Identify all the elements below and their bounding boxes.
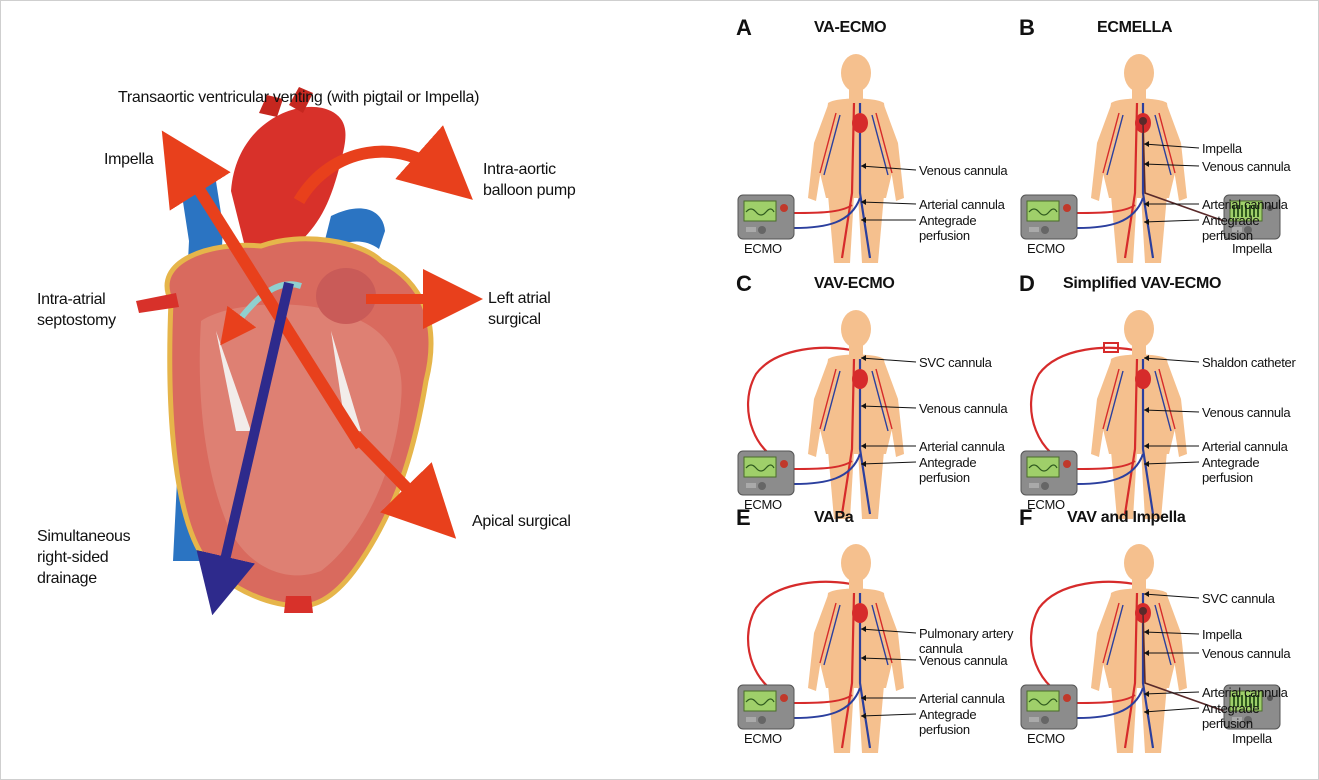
inferior-vessel <box>284 596 313 613</box>
panel-title: ECMELLA <box>1097 19 1172 37</box>
ecmo-console-icon <box>738 451 794 495</box>
panel-title: VAPa <box>814 509 853 527</box>
panel-illustration <box>1019 23 1319 273</box>
ecmo-device-label: ECMO <box>744 241 782 256</box>
panel-b: ECMOImpellaBECMELLAImpellaVenous cannula… <box>1019 23 1319 273</box>
heart-icon <box>852 369 868 389</box>
callout-label: Venous cannula <box>919 163 1007 178</box>
panel-illustration <box>1019 279 1319 529</box>
panel-illustration <box>1019 513 1319 763</box>
callout-label: Pulmonary artery cannula <box>919 626 1013 656</box>
callout-label: Venous cannula <box>1202 405 1290 420</box>
heart-icon <box>1135 369 1151 389</box>
heart-icon <box>852 113 868 133</box>
septostomy-label: Intra-atrial septostomy <box>37 289 116 331</box>
callout-label: Arterial cannula <box>1202 439 1288 454</box>
impella-label: Impella <box>104 149 153 170</box>
ecmo-device-label: ECMO <box>1027 731 1065 746</box>
callout-label: SVC cannula <box>1202 591 1275 606</box>
callout-label: Antegrade perfusion <box>1202 213 1259 243</box>
callout-label: Venous cannula <box>919 653 1007 668</box>
callout-label: Arterial cannula <box>1202 685 1288 700</box>
heart-title: Transaortic ventricular venting (with pi… <box>118 87 479 108</box>
head <box>841 310 871 348</box>
right-drainage-label: Simultaneous right-sided drainage <box>37 526 130 589</box>
ecmo-device-label: ECMO <box>1027 497 1065 512</box>
callout-label: SVC cannula <box>919 355 992 370</box>
ecmo-console-icon <box>1021 195 1077 239</box>
callout-label: Antegrade perfusion <box>919 213 976 243</box>
panel-title: VA-ECMO <box>814 19 886 37</box>
panel-title: VAV-ECMO <box>814 275 895 293</box>
callout-label: Arterial cannula <box>919 691 1005 706</box>
callout-label: Arterial cannula <box>919 439 1005 454</box>
impella-device-label: Impella <box>1232 731 1272 746</box>
ecmo-device-label: ECMO <box>1027 241 1065 256</box>
panel-e: ECMOEVAPaPulmonary artery cannulaVenous … <box>736 513 1036 763</box>
apical-label: Apical surgical <box>472 511 571 532</box>
ecmo-console-icon <box>738 685 794 729</box>
panel-illustration <box>736 23 1036 273</box>
callout-label: Impella <box>1202 141 1242 156</box>
panel-letter: D <box>1019 271 1035 297</box>
panel-title: Simplified VAV-ECMO <box>1063 275 1221 293</box>
iabp-label: Intra-aortic balloon pump <box>483 159 575 201</box>
heart-icon <box>852 603 868 623</box>
body-figure <box>794 54 904 263</box>
head <box>841 544 871 582</box>
head <box>1124 544 1154 582</box>
callout-label: Impella <box>1202 627 1242 642</box>
callout-label: Arterial cannula <box>1202 197 1288 212</box>
callout-label: Arterial cannula <box>919 197 1005 212</box>
callout-label: Venous cannula <box>1202 159 1290 174</box>
callout-label: Venous cannula <box>919 401 1007 416</box>
callout-label: Antegrade perfusion <box>919 455 976 485</box>
ecmo-console-icon <box>738 195 794 239</box>
impella-device-label: Impella <box>1232 241 1272 256</box>
ecmo-device-label: ECMO <box>744 731 782 746</box>
panel-letter: E <box>736 505 751 531</box>
head <box>1124 54 1154 92</box>
head <box>1124 310 1154 348</box>
panel-letter: F <box>1019 505 1032 531</box>
panel-title: VAV and Impella <box>1067 509 1186 527</box>
ecmo-console-icon <box>1021 685 1077 729</box>
panel-d: ECMODSimplified VAV-ECMOShaldon catheter… <box>1019 279 1319 529</box>
left-atrial-label: Left atrial surgical <box>488 288 551 330</box>
head <box>841 54 871 92</box>
panel-letter: A <box>736 15 752 41</box>
panel-letter: B <box>1019 15 1035 41</box>
callout-label: Antegrade perfusion <box>1202 455 1259 485</box>
callout-label: Antegrade perfusion <box>1202 701 1259 731</box>
panel-letter: C <box>736 271 752 297</box>
ecmo-console-icon <box>1021 451 1077 495</box>
callout-label: Antegrade perfusion <box>919 707 976 737</box>
callout-label: Venous cannula <box>1202 646 1290 661</box>
callout-label: Shaldon catheter <box>1202 355 1296 370</box>
